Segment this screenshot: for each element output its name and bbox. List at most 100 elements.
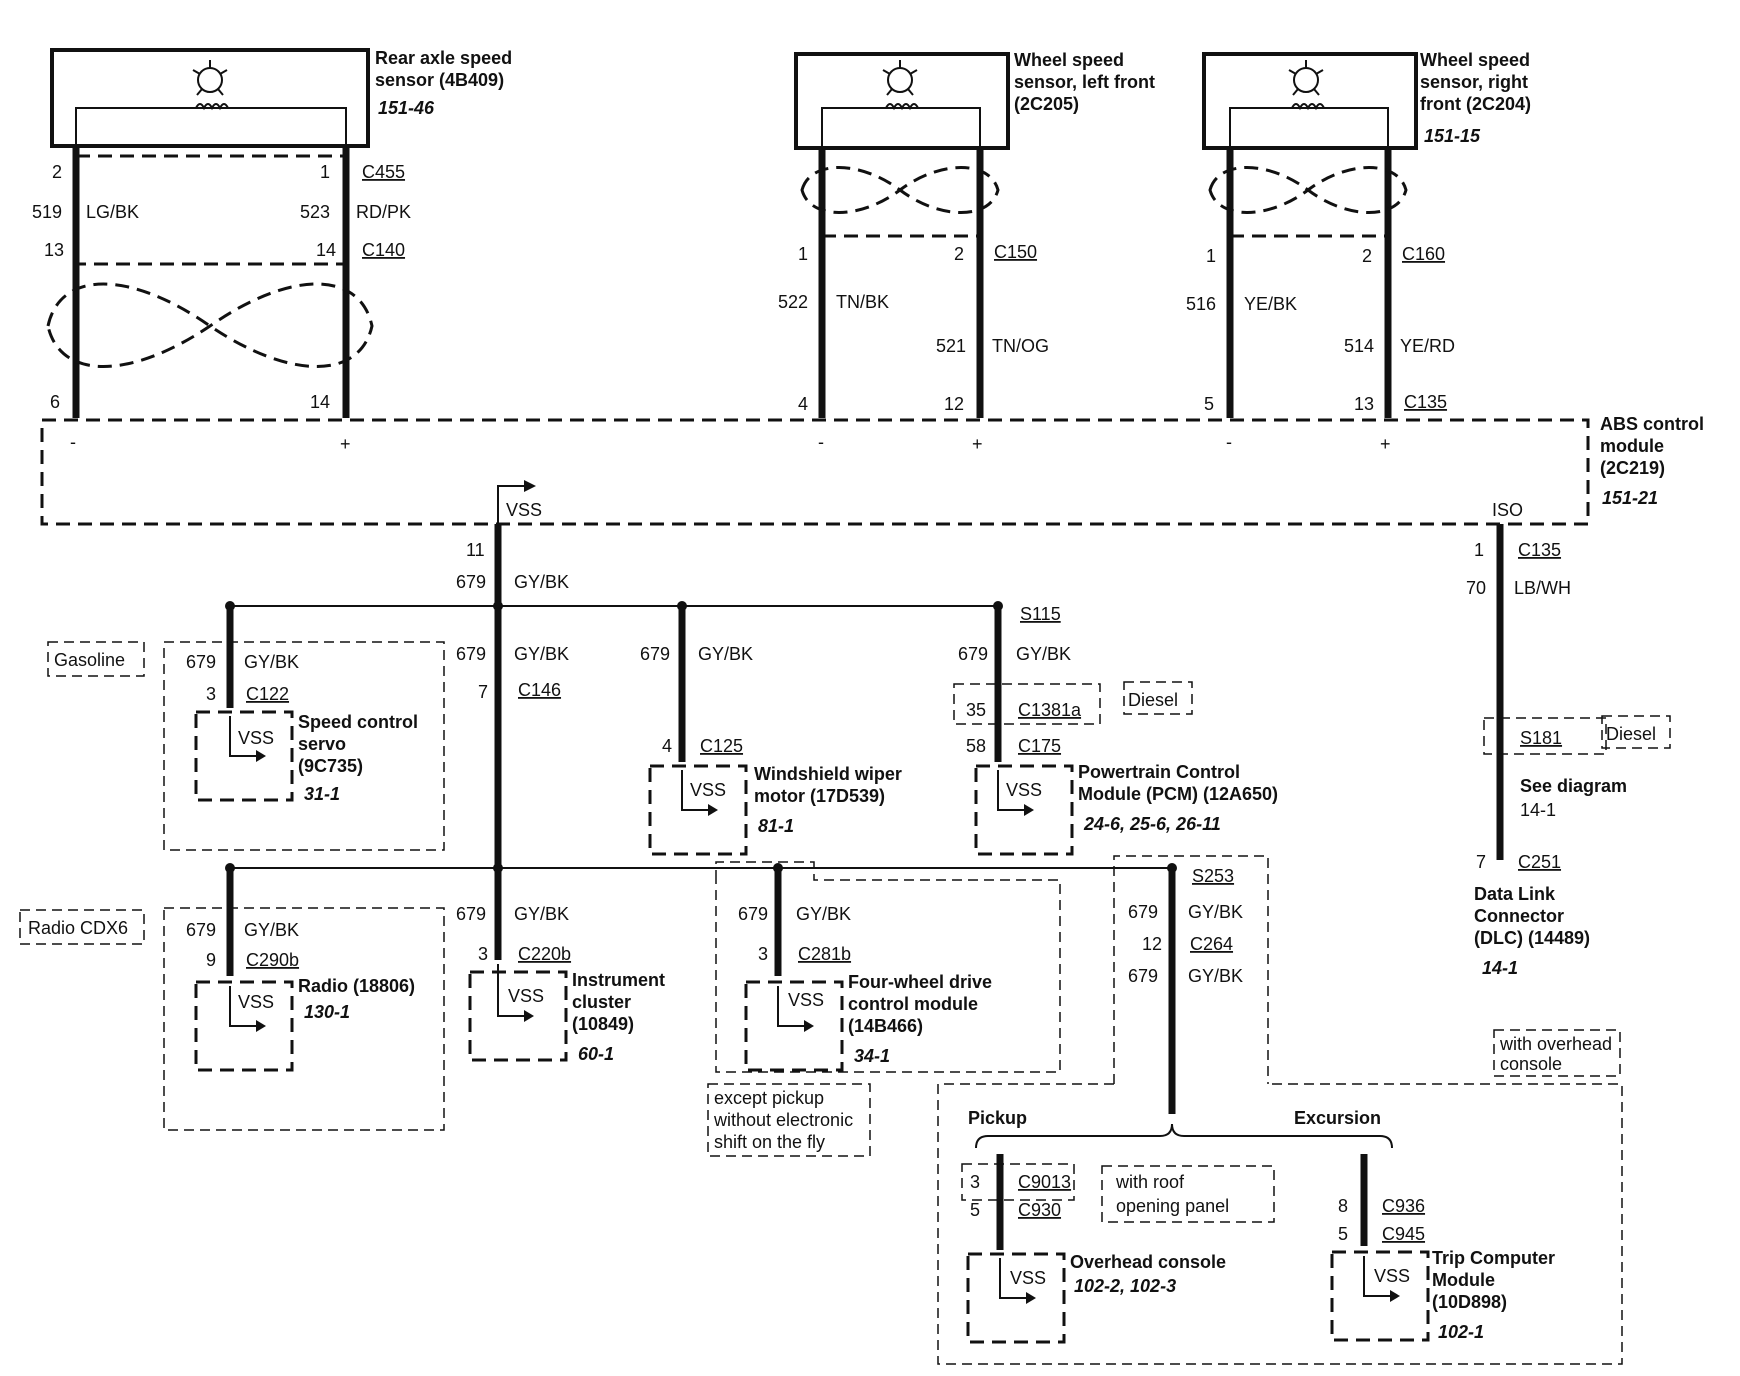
overhead-console-branch: with overhead console S253 679 GY/BK 12 …: [937, 855, 1623, 1365]
circuit-number: 516: [1186, 294, 1216, 314]
circuit-number: 679: [640, 644, 670, 664]
vss-label: VSS: [1374, 1266, 1410, 1286]
overhead-tag-1: with overhead: [1499, 1034, 1612, 1054]
pin-label: 1: [320, 162, 330, 182]
left-front-sensor: Wheel speed sensor, left front (2C205): [794, 50, 1155, 150]
pin-label: 1: [1474, 540, 1484, 560]
circuit-number: 679: [738, 904, 768, 924]
connector-label: C220b: [518, 944, 571, 964]
rear-sensor-name-2: sensor (4B409): [375, 70, 504, 90]
wire-color: GY/BK: [514, 644, 569, 664]
wire-color: TN/BK: [836, 292, 889, 312]
wire-color: LG/BK: [86, 202, 139, 222]
dlc-name-1: Data Link: [1474, 884, 1556, 904]
connector-label: C135: [1404, 392, 1447, 412]
pin-label: 9: [206, 950, 216, 970]
wire-color: GY/BK: [514, 572, 569, 592]
fwd-note-2: without electronic: [713, 1110, 853, 1130]
splice-label: S115: [1020, 604, 1061, 624]
see-diagram-label: See diagram: [1520, 776, 1627, 796]
servo-name-3: (9C735): [298, 756, 363, 776]
vss-label: VSS: [1006, 780, 1042, 800]
fwd-name-3: (14B466): [848, 1016, 923, 1036]
circuit-number: 70: [1466, 578, 1486, 598]
right-front-sensor: Wheel speed sensor, right front (2C204) …: [1202, 50, 1531, 150]
rear-sensor-wires: 2 1 C455 519 LG/BK 523 RD/PK 13 14 C140 …: [32, 146, 411, 418]
overhead-console-ref: 102-2, 102-3: [1074, 1276, 1176, 1296]
splice-label: S181: [1520, 728, 1562, 748]
twisted-pair-icon: [800, 166, 1000, 214]
wire-color: TN/OG: [992, 336, 1049, 356]
wiper-name-1: Windshield wiper: [754, 764, 902, 784]
lf-sensor-name-2: sensor, left front: [1014, 72, 1155, 92]
wire-color: GY/BK: [244, 652, 299, 672]
lf-sensor-name-3: (2C205): [1014, 94, 1079, 114]
overhead-console-name: Overhead console: [1070, 1252, 1226, 1272]
rear-sensor-name-1: Rear axle speed: [375, 48, 512, 68]
instrument-cluster: 679 GY/BK 3 C220b VSS Instrument cluster…: [456, 904, 665, 1064]
fwd-note-3: shift on the fly: [714, 1132, 825, 1152]
wire-color: YE/BK: [1244, 294, 1297, 314]
pin-label: 7: [478, 682, 488, 702]
connector-label: C264: [1190, 934, 1233, 954]
connector-label: C122: [246, 684, 289, 704]
circuit-number: 679: [186, 652, 216, 672]
abs-name-1: ABS control: [1600, 414, 1704, 434]
polarity-label: -: [1226, 432, 1232, 452]
pin-label: 2: [954, 244, 964, 264]
trip-computer-name-1: Trip Computer: [1432, 1248, 1555, 1268]
connector-label: C930: [1018, 1200, 1061, 1220]
connector-label: C175: [1018, 736, 1061, 756]
overhead-tag-2: console: [1500, 1054, 1562, 1074]
sensor-icon: [1288, 60, 1324, 96]
trip-computer-ref: 102-1: [1438, 1322, 1484, 1342]
circuit-number: 679: [1128, 902, 1158, 922]
polarity-label: +: [1380, 434, 1391, 454]
pcm-name-1: Powertrain Control: [1078, 762, 1240, 782]
excursion-label: Excursion: [1294, 1108, 1381, 1128]
abs-name-3: (2C219): [1600, 458, 1665, 478]
abs-control-module: - + - + - + VSS ISO ABS control module (…: [40, 414, 1704, 526]
rear-sensor-ref: 151-46: [378, 98, 435, 118]
pin-label: 5: [970, 1200, 980, 1220]
connector-label: C135: [1518, 540, 1561, 560]
roof-note-1: with roof: [1115, 1172, 1185, 1192]
servo-name-1: Speed control: [298, 712, 418, 732]
polarity-label: -: [818, 432, 824, 452]
connector-label: C290b: [246, 950, 299, 970]
pin-label: 4: [798, 394, 808, 414]
radio-tag: Radio CDX6: [28, 918, 128, 938]
splice-label: S253: [1192, 866, 1234, 886]
trip-computer-name-3: (10D898): [1432, 1292, 1507, 1312]
diesel-tag: Diesel: [1606, 724, 1656, 744]
rf-sensor-wires: 1 2 C160 516 YE/BK 514 YE/RD 5 13 C135: [1186, 148, 1455, 418]
connector-label: C281b: [798, 944, 851, 964]
pin-label: 35: [966, 700, 986, 720]
servo-ref: 31-1: [304, 784, 340, 804]
circuit-number: 521: [936, 336, 966, 356]
circuit-number: 679: [456, 572, 486, 592]
radio: Radio CDX6 679 GY/BK 9 C290b VSS Radio (…: [19, 868, 445, 1131]
four-wheel-drive-module: 679 GY/BK 3 C281b VSS Four-wheel drive c…: [707, 861, 1061, 1157]
pcm-module: S115 679 GY/BK 35 C1381a Diesel 58 C175 …: [953, 604, 1278, 856]
sensor-icon: [882, 60, 918, 96]
radio-name: Radio (18806): [298, 976, 415, 996]
circuit-number: 679: [456, 644, 486, 664]
fwd-name-2: control module: [848, 994, 978, 1014]
pin-label: 2: [1362, 246, 1372, 266]
pin-label: 12: [944, 394, 964, 414]
polarity-label: +: [340, 434, 351, 454]
pin-label: 3: [758, 944, 768, 964]
vss-label: VSS: [788, 990, 824, 1010]
diesel-tag: Diesel: [1128, 690, 1178, 710]
pin-label: 4: [662, 736, 672, 756]
see-diagram-ref: 14-1: [1520, 800, 1556, 820]
dlc-ref: 14-1: [1482, 958, 1518, 978]
pin-label: 12: [1142, 934, 1162, 954]
pcm-name-2: Module (PCM) (12A650): [1078, 784, 1278, 804]
connector-label: C160: [1402, 244, 1445, 264]
dlc-name-2: Connector: [1474, 906, 1564, 926]
pin-label: 14: [310, 392, 330, 412]
iso-dlc-line: 1 C135 70 LB/WH S181 Diesel See diagram …: [1466, 524, 1671, 978]
connector-label: C140: [362, 240, 405, 260]
